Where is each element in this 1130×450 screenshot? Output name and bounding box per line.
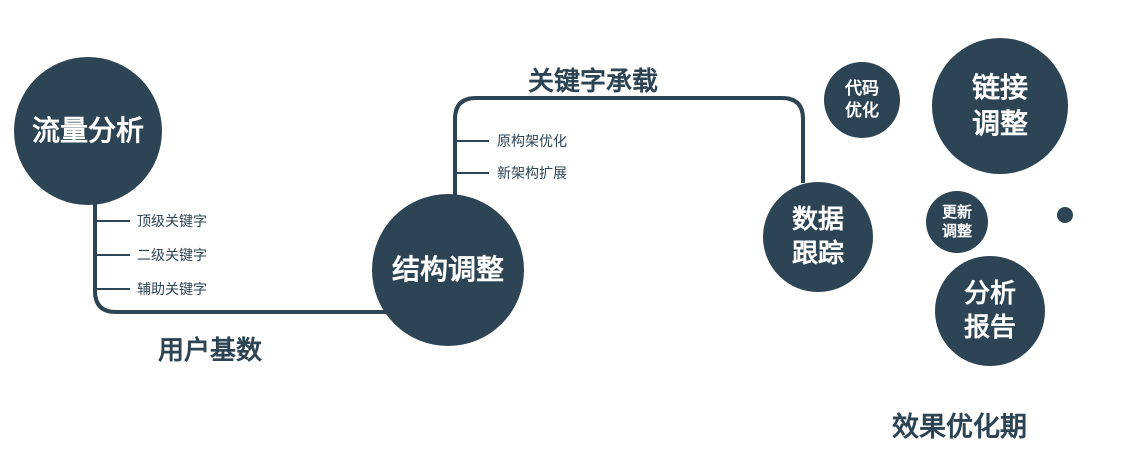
node-update-adjustment-line2: 调整 (941, 223, 972, 240)
node-update-adjustment-line1: 更新 (941, 203, 972, 221)
node-traffic-analysis: 流量分析 (14, 57, 162, 205)
node-code-optimization-line2: 优化 (845, 101, 879, 120)
branch-label-second-keywords: 二级关键字 (137, 247, 207, 263)
node-link-adjustment-line2: 调整 (971, 108, 1028, 139)
branch-label-top-keywords: 顶级关键字 (137, 213, 207, 229)
branch-label-new-architecture: 新架构扩展 (497, 165, 567, 181)
node-update-adjustment: 更新 调整 (926, 191, 988, 253)
node-analysis-report: 分析 报告 (935, 256, 1045, 366)
edge-label-keyword-carry: 关键字承载 (528, 66, 659, 96)
node-link-adjustment-line1: 链接 (971, 71, 1028, 103)
node-data-tracking-line1: 数据 (791, 204, 844, 235)
edge-traffic-to-structure (93, 198, 386, 314)
node-data-tracking: 数据 跟踪 (763, 182, 873, 292)
node-data-tracking-line2: 跟踪 (791, 238, 844, 268)
caption-effect-optimization-period: 效果优化期 (892, 412, 1027, 442)
node-structure-adjustment-label: 结构调整 (391, 253, 504, 285)
node-traffic-analysis-label: 流量分析 (31, 114, 144, 146)
dot-marker (1057, 207, 1073, 223)
node-analysis-report-line2: 报告 (963, 312, 1016, 342)
node-code-optimization-line1: 代码 (845, 78, 879, 98)
node-link-adjustment: 链接 调整 (932, 38, 1068, 174)
edge-structure-to-data-tracking (453, 96, 805, 196)
node-analysis-report-line1: 分析 (963, 278, 1016, 309)
edge-label-user-base: 用户基数 (158, 335, 263, 365)
branch-label-auxiliary-keywords: 辅助关键字 (137, 281, 207, 297)
node-structure-adjustment: 结构调整 (372, 194, 524, 346)
branch-label-original-architecture: 原构架优化 (497, 133, 567, 149)
node-code-optimization: 代码 优化 (824, 62, 900, 138)
